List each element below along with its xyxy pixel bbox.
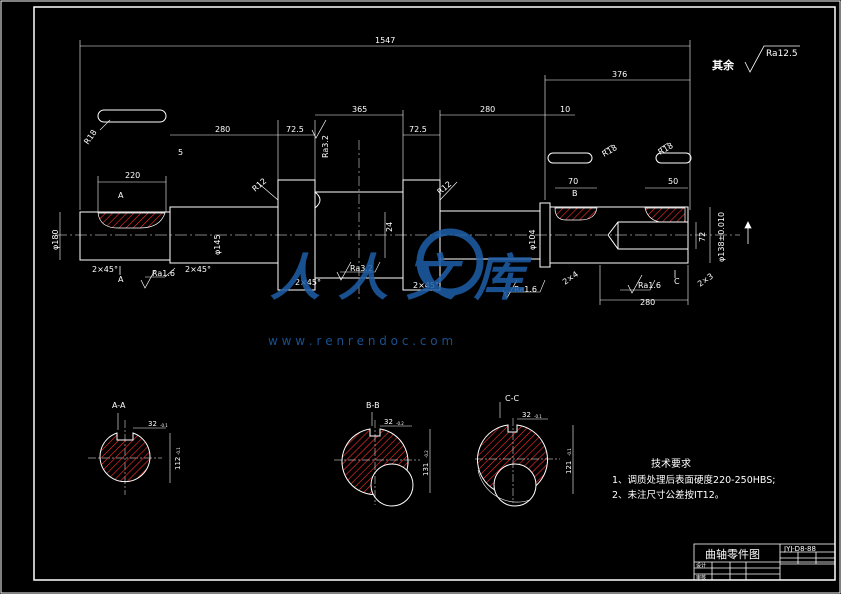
dim-letter-a2: A (118, 275, 124, 284)
roughness-icon (502, 279, 518, 299)
section-b-title: B-B (366, 401, 380, 410)
dim-chamfer-4: 2×45° (413, 281, 439, 290)
section-a-height-tol: -0.1 (176, 447, 181, 455)
dim-70: 70 (568, 177, 578, 186)
watermark-url: w w w . r e n r e n d o c . c o m (268, 334, 453, 348)
section-c-title: C-C (505, 394, 519, 403)
dim-72-5-right: 72.5 (409, 125, 427, 134)
watermark-logo-icon (416, 228, 484, 296)
roughness-icon (311, 119, 327, 139)
section-b-height: 131 (422, 463, 430, 476)
dim-chamfer-1: 2×45° (92, 265, 118, 274)
dim-chamfer-2: 2×45° (185, 265, 211, 274)
roughness-icon (627, 274, 643, 294)
dim-365: 365 (352, 105, 367, 114)
other-label: 其余 (712, 58, 735, 72)
section-a-dim: 32 (148, 420, 157, 428)
part-name: 曲轴零件图 (705, 547, 760, 561)
dim-dia-180: φ180 (51, 229, 60, 250)
dim-letter-b: B (572, 189, 578, 198)
section-c-height: 121 (565, 461, 573, 474)
roughness-3: Ra1.6 (514, 285, 537, 294)
requirements-title: 技术要求 (651, 457, 691, 470)
title-block-texts: 曲轴零件图 JYJ-D8-88 设计 审核 (696, 545, 816, 581)
inner-frame (33, 6, 836, 581)
dim-dia-145: φ145 (213, 234, 222, 255)
dim-letter-c: C (674, 277, 680, 286)
title-block (693, 543, 836, 581)
dim-dia-104: φ104 (528, 229, 537, 250)
section-a-height: 112 (174, 457, 182, 470)
section-view-a: A-A 32 -0.1 112 -0.1 (88, 401, 182, 495)
dim-r18-right: R18 (601, 143, 619, 159)
dim-right-length: 376 (612, 70, 627, 79)
dim-r12-left: R12 (251, 177, 269, 194)
roughness-icon (744, 45, 800, 73)
section-c-dim: 32 (522, 411, 531, 419)
section-b-height-tol: -0.2 (424, 450, 429, 458)
dim-5: 5 (178, 148, 183, 157)
roughness-1: Ra1.6 (152, 269, 175, 278)
dim-total: 1547 (375, 36, 395, 45)
dim-dia-138: φ138±0.010 (717, 212, 726, 262)
roughness-icon (140, 269, 156, 289)
leaders (99, 119, 669, 293)
section-a-dim-tol: -0.1 (160, 423, 168, 428)
dim-72-5-left: 72.5 (286, 125, 304, 134)
dim-letter-a: A (118, 191, 124, 200)
drawing-code: JYJ-D8-88 (783, 545, 816, 553)
dim-10: 10 (560, 105, 570, 114)
section-view-c: C-C 32 -0.1 121 -0.1 (475, 394, 574, 507)
roughness-other: Ra12.5 (766, 49, 798, 59)
dim-280-right: 280 (480, 105, 495, 114)
watermark-logo-text: 人人文库 (270, 249, 542, 307)
dim-50: 50 (668, 177, 678, 186)
dim-280-bottom: 280 (640, 298, 655, 307)
title-row-a: 设计 (696, 562, 706, 569)
roughness-icon (336, 261, 352, 281)
roughness-symbols: Ra1.6 Ra3.2 Ra1.6 Ra1.6 Ra3.2 其余 Ra12.5 (140, 45, 800, 299)
roughness-5: Ra3.2 (321, 135, 330, 158)
dim-r12-right: R12 (436, 180, 454, 197)
dim-r18-left: R18 (82, 128, 98, 146)
dim-220: 220 (125, 171, 140, 180)
title-row-b: 审核 (696, 574, 706, 581)
requirements-line-2: 2、未注尺寸公差按IT12。 (612, 489, 724, 501)
dim-chamfer-6: 2×3 (696, 272, 715, 289)
dim-chamfer-5: 2×4 (561, 270, 580, 287)
roughness-2: Ra3.2 (350, 264, 373, 273)
keyway-slots (97, 109, 692, 164)
section-view-b: B-B 32 -0.2 131 -0.2 (334, 401, 431, 507)
requirements-line-1: 1、调质处理后表面硬度220-250HBS; (612, 474, 775, 486)
section-c-height-tol: -0.1 (567, 448, 572, 456)
dim-24: 24 (385, 222, 394, 232)
dim-72: 72 (698, 232, 707, 242)
section-c-dim-tol: -0.1 (534, 414, 542, 419)
dim-r18-far: R18 (657, 141, 675, 157)
keyway-hatch (97, 207, 686, 229)
watermark: 人人文库 w w w . r e n r e n d o c . c o m (268, 228, 542, 348)
section-arrows (119, 221, 752, 278)
section-a-title: A-A (112, 401, 126, 410)
section-b-dim: 32 (384, 418, 393, 426)
dimension-lines (59, 40, 711, 305)
technical-requirements: 技术要求 1、调质处理后表面硬度220-250HBS; 2、未注尺寸公差按IT1… (612, 457, 775, 501)
roughness-4: Ra1.6 (638, 281, 661, 290)
dim-chamfer-3: 2×45° (295, 278, 321, 287)
section-b-dim-tol: -0.2 (396, 421, 404, 426)
dim-280-left: 280 (215, 125, 230, 134)
